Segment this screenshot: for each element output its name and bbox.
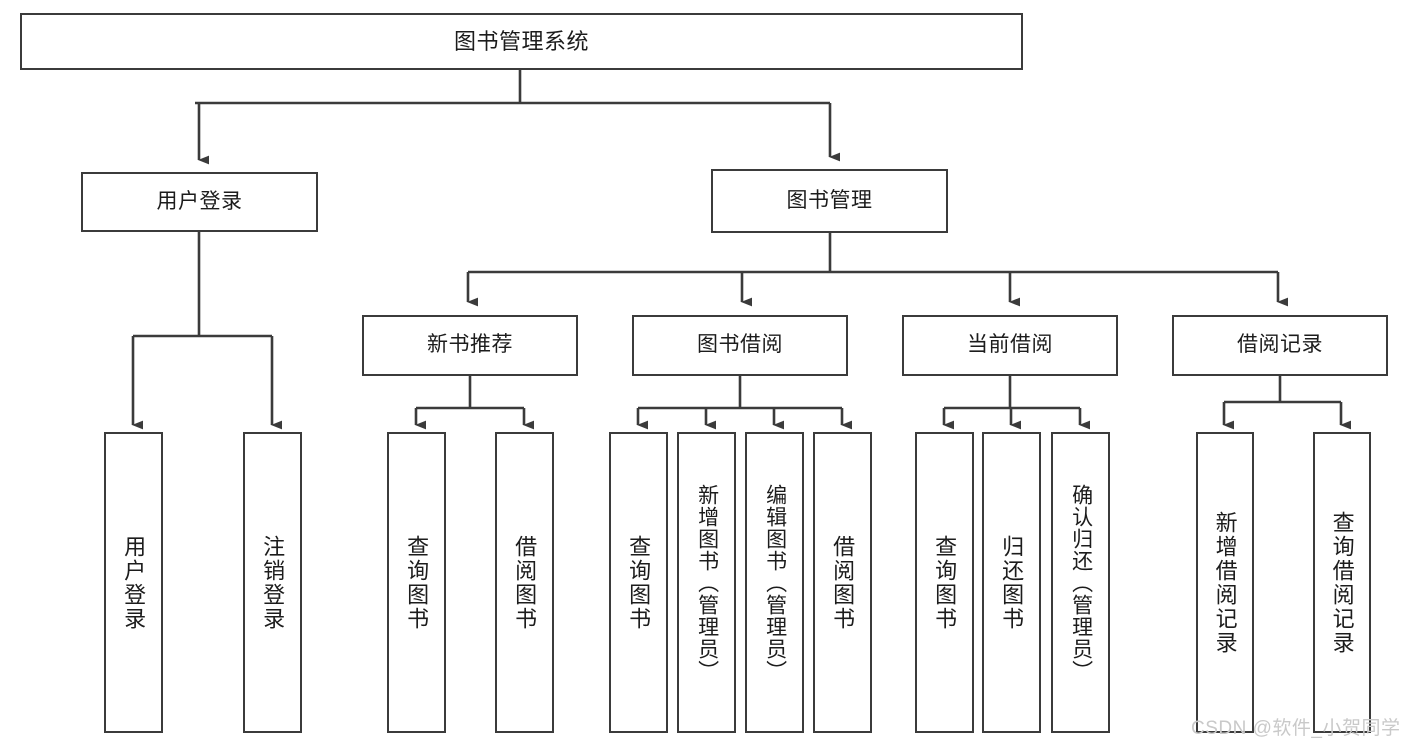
leaf-label: 查询图书	[626, 534, 652, 631]
node-user-login[interactable]: 用户登录	[81, 172, 318, 232]
node-current-borrow[interactable]: 当前借阅	[902, 315, 1118, 376]
leaf-book-borrow-borrow-books[interactable]: 借阅图书	[813, 432, 872, 733]
leaf-label: 查询借阅记录	[1329, 510, 1355, 655]
node-label: 图书管理系统	[453, 28, 589, 54]
leaf-book-borrow-query-books[interactable]: 查询图书	[609, 432, 668, 733]
node-label: 当前借阅	[967, 333, 1053, 357]
leaf-label: 新增图书（管理员）	[695, 483, 719, 682]
node-label: 借阅记录	[1237, 333, 1323, 357]
leaf-label: 确认归还（管理员）	[1069, 483, 1093, 682]
leaf-user-login-logout[interactable]: 注销登录	[243, 432, 302, 733]
node-label: 图书管理	[786, 188, 873, 212]
leaf-book-borrow-add-book-admin[interactable]: 新增图书（管理员）	[677, 432, 736, 733]
node-new-book-recommendation[interactable]: 新书推荐	[362, 315, 578, 376]
leaf-label: 归还图书	[999, 534, 1025, 631]
leaf-label: 借阅图书	[830, 534, 856, 631]
leaf-current-borrow-query-books[interactable]: 查询图书	[915, 432, 974, 733]
node-root-book-management-system[interactable]: 图书管理系统	[20, 13, 1023, 70]
leaf-current-borrow-return-books[interactable]: 归还图书	[982, 432, 1041, 733]
node-label: 图书借阅	[697, 333, 783, 357]
leaf-label: 编辑图书（管理员）	[763, 483, 787, 682]
leaf-label: 查询图书	[404, 534, 430, 631]
node-book-borrow[interactable]: 图书借阅	[632, 315, 848, 376]
leaf-user-login-login[interactable]: 用户登录	[104, 432, 163, 733]
node-book-management[interactable]: 图书管理	[711, 169, 948, 233]
leaf-label: 用户登录	[121, 534, 147, 631]
leaf-label: 借阅图书	[512, 534, 538, 631]
node-borrow-record[interactable]: 借阅记录	[1172, 315, 1388, 376]
leaf-borrow-record-query-record[interactable]: 查询借阅记录	[1313, 432, 1371, 733]
leaf-label: 查询图书	[932, 534, 958, 631]
leaf-new-book-query-books[interactable]: 查询图书	[387, 432, 446, 733]
node-label: 用户登录	[156, 189, 243, 213]
leaf-label: 新增借阅记录	[1212, 510, 1238, 655]
leaf-label: 注销登录	[260, 534, 286, 631]
leaf-new-book-borrow-books[interactable]: 借阅图书	[495, 432, 554, 733]
leaf-current-borrow-confirm-return-admin[interactable]: 确认归还（管理员）	[1051, 432, 1110, 733]
leaf-borrow-record-add-record[interactable]: 新增借阅记录	[1196, 432, 1254, 733]
node-label: 新书推荐	[427, 333, 513, 357]
leaf-book-borrow-edit-book-admin[interactable]: 编辑图书（管理员）	[745, 432, 804, 733]
